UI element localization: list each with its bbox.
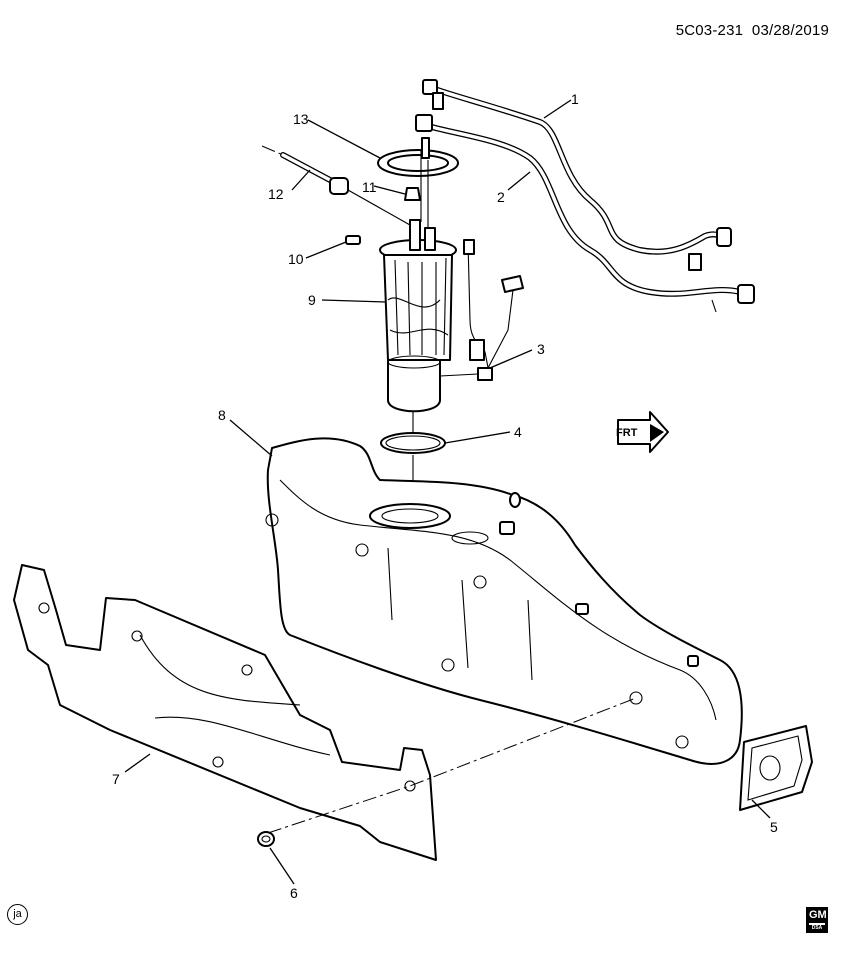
lock-ring [377,137,459,177]
illustrator-badge: ja [7,904,28,925]
arrow-right-icon [617,411,669,453]
cap [404,187,421,201]
front-direction-indicator: FRT [616,411,669,453]
arrow-shadow-icon [650,424,664,442]
callout-3: 3 [537,341,545,357]
diagram-number: 5C03-231 [675,22,744,39]
fuel-level-sensor [439,239,524,381]
fuel-pump-module [379,150,457,413]
fuel-tank-shield [13,564,437,861]
fuel-line-1 [422,79,732,271]
fuel-tank [265,437,743,765]
callout-9: 9 [308,292,316,308]
callout-5: 5 [770,819,778,835]
callout-4: 4 [514,424,522,440]
callout-8: 8 [218,407,226,423]
callout-2: 2 [497,189,505,205]
callouts: 1 2 3 4 5 6 7 8 9 10 11 12 13 [112,91,778,901]
callout-11: 11 [362,179,377,195]
vent-tube [261,145,411,226]
diagram-date: 03/28/2019 [751,22,829,39]
callout-1: 1 [571,91,579,107]
leader-lines [124,99,771,885]
callout-10: 10 [288,251,304,267]
pad [739,725,813,811]
alignment-line [267,697,637,834]
callout-12: 12 [268,186,284,202]
nut [257,831,275,847]
callout-6: 6 [290,885,298,901]
callout-13: 13 [293,111,309,127]
diagram-code: 5C03-231 03/28/2019 [676,22,829,39]
callout-7: 7 [112,771,120,787]
connector [345,235,361,245]
fuel-line-2 [415,114,755,313]
frt-label: FRT [616,427,638,439]
